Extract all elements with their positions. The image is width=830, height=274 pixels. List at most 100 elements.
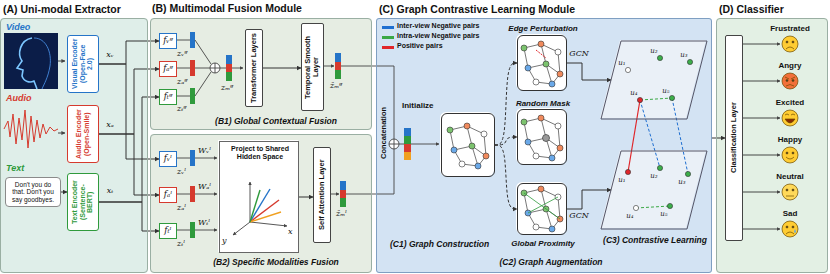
text-slot: fₐᵍ <box>163 64 173 74</box>
text-slot: fₐˡ <box>164 190 172 200</box>
embedding-plane <box>672 98 688 174</box>
label-slot: GCN <box>567 211 591 220</box>
panel-fill <box>0 18 828 273</box>
embedding-plane: u₁u₂u₃u₄u₅ <box>601 151 707 229</box>
box-text: Self Attention Layer <box>318 150 326 240</box>
global-fusion-drawing <box>210 63 220 73</box>
emotion-face <box>782 184 798 200</box>
text-slot: Edge Perturbation <box>500 24 586 33</box>
emotion-face <box>742 229 780 230</box>
label-text: ẑₘˡ <box>336 209 354 218</box>
connector-arrow <box>495 63 517 145</box>
text-slot: (C) Graph Contrastive Learning Module <box>379 3 699 15</box>
graph-picture <box>516 108 566 164</box>
emotion-face <box>792 80 794 82</box>
label-text: Initialize <box>402 101 444 110</box>
specific-fusion-drawing <box>195 194 217 195</box>
label-slot: (C3) Contrastive Learning <box>600 236 710 246</box>
label-text: Wᵥˡ <box>198 146 214 155</box>
legend-text: Positive pairs <box>397 42 517 50</box>
feature-box: fₜᵍ <box>159 89 177 105</box>
label-slot: Happy <box>760 135 820 144</box>
specific-fusion-drawing <box>218 140 298 252</box>
text-slot: Visual Encoder (Open-Face 2.0) <box>71 38 94 90</box>
global-fusion-drawing <box>195 40 211 64</box>
embedding-plane <box>625 55 692 210</box>
box-text: fₐᵍ <box>163 64 173 74</box>
connector-arrow <box>495 137 517 145</box>
video-picture <box>34 38 50 89</box>
emotion-face <box>786 189 788 191</box>
label-slot: y <box>222 236 230 245</box>
concatenation-drawing <box>389 139 399 149</box>
text-slot: Text Encoder (Sentence-BERT) <box>71 176 94 228</box>
text-slot: Audio Encoder (Open-Smile) <box>75 108 90 160</box>
emotion-face <box>785 77 795 79</box>
specific-fusion-drawing <box>250 200 279 222</box>
embedding-plane <box>669 95 674 100</box>
label-text: Sad <box>760 209 820 218</box>
label-text: ẑₘᵍ <box>330 81 348 90</box>
emotion-face <box>782 221 798 237</box>
panel-fill <box>376 18 712 273</box>
emotion-face <box>786 80 788 82</box>
heading-text: u₃ <box>679 51 689 59</box>
heading-text: u₁ <box>617 176 627 184</box>
legend-item: Positive pairs <box>382 42 502 52</box>
heading-text: (C1) Graph Construction <box>390 240 502 250</box>
heading-text: u₄ <box>625 212 635 220</box>
specific-fusion-drawing <box>330 194 339 195</box>
label-slot: Concatenation <box>378 98 390 168</box>
label-slot: zᵥˡ <box>177 167 191 176</box>
graph-box: Edge Perturbation <box>517 35 567 91</box>
text-slot: Random Mask <box>500 99 586 108</box>
label-slot: zₜˡ <box>177 239 191 248</box>
layer-box: Temporal Smooth Layer <box>301 23 324 111</box>
global-fusion-drawing <box>176 32 394 139</box>
label-slot: zₜᵍ <box>177 104 191 113</box>
global-fusion-drawing <box>176 96 190 97</box>
specific-fusion-drawing <box>340 181 346 190</box>
plane-outline <box>601 41 707 119</box>
emotion-face <box>742 81 780 82</box>
emotion-face <box>786 85 794 87</box>
embedding-plane <box>625 169 630 174</box>
legend-item: Inter-view Negative pairs <box>382 22 502 32</box>
legend-swatch <box>382 46 394 49</box>
graph-picture <box>440 34 566 234</box>
concatenation-drawing <box>404 144 411 152</box>
layer-box: Transformer Layers <box>245 29 263 107</box>
emotion-face <box>792 152 794 154</box>
specific-fusion-drawing <box>250 212 281 222</box>
projection-box: Project to Shared Hidden Space <box>219 141 299 253</box>
box-text: fᵥˡ <box>164 154 172 164</box>
graph-box: Global Proximity <box>517 183 567 235</box>
emotion-face <box>785 114 795 115</box>
text-slot: fᵥˡ <box>164 154 172 164</box>
audio-waveform <box>4 110 65 148</box>
heading-text: Global Proximity <box>500 239 586 248</box>
embedding-plane <box>687 59 692 64</box>
specific-fusion-drawing <box>176 140 394 252</box>
emotion-face <box>782 147 798 163</box>
heading-text: u₄ <box>629 89 639 97</box>
fusion-panel: (B1) Global Contextual FusionfᵥᵍfₐᵍfₜᵍTr… <box>150 18 372 130</box>
label-text: Excited <box>760 98 820 107</box>
concatenation-drawing <box>404 128 411 136</box>
legend-swatch <box>382 36 394 39</box>
module-panel: (D) ClassifierClassification Layer <box>716 18 828 273</box>
heading-text: u₁ <box>617 59 627 67</box>
emotion-face <box>794 229 796 233</box>
emotion-face <box>742 118 780 119</box>
text-slot: u₂ <box>649 47 659 55</box>
label-slot: zₐˡ <box>177 203 191 212</box>
emotion-face <box>742 155 780 156</box>
emotion-face <box>785 119 795 123</box>
text-slot: (A) Uni-modal Extractor <box>3 3 149 15</box>
box-text: fₜˡ <box>164 226 171 236</box>
concatenation-drawing <box>404 152 411 160</box>
label-text: x <box>288 227 296 236</box>
label-text: Angry <box>760 61 820 70</box>
graph-picture <box>536 50 546 58</box>
label-slot: zₐᵍ <box>177 77 191 86</box>
